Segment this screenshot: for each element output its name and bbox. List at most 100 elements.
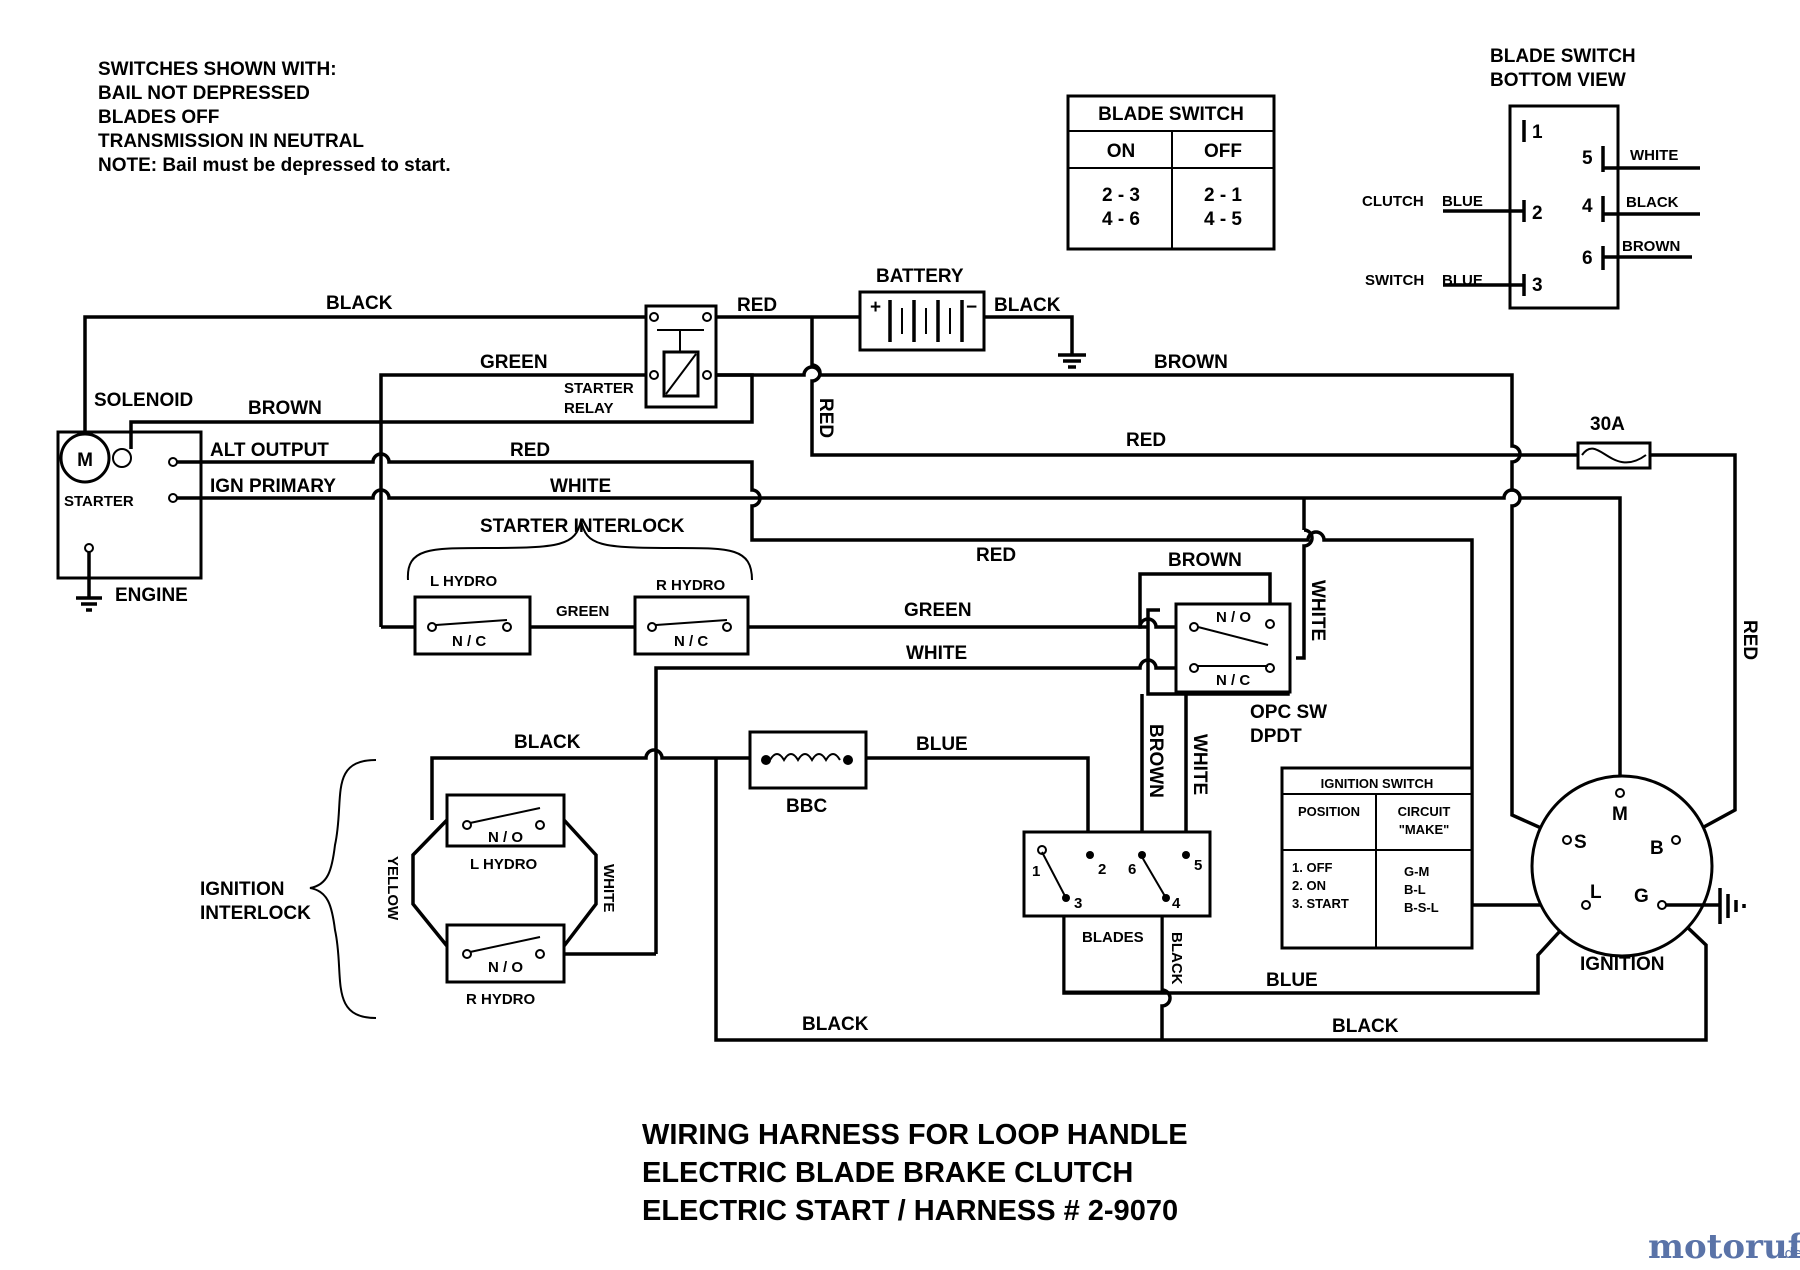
ign-terminal-b: B — [1650, 838, 1664, 859]
ign-top-contact: N / O — [488, 829, 523, 846]
bv-blue-1: BLUE — [1442, 193, 1483, 210]
wire-red-alt: RED — [510, 440, 550, 461]
wire-red-fuse: RED — [1126, 430, 1166, 451]
ignition-switch-table: IGNITION SWITCH POSITION CIRCUIT "MAKE" … — [1280, 766, 1474, 950]
wire-black-top: BLACK — [326, 293, 393, 314]
bv-pin-3: 3 — [1532, 275, 1543, 296]
blade-table-off-2: 4 - 5 — [1204, 209, 1242, 230]
note-line-1: SWITCHES SHOWN WITH: — [98, 59, 337, 80]
ign-table-pos-1: 1. OFF — [1292, 860, 1333, 875]
starter-l-contact: N / C — [452, 633, 486, 650]
ign-table-make-1: G-M — [1404, 864, 1429, 879]
ign-table-pos-2: 2. ON — [1292, 878, 1326, 893]
starter-interlock: STARTER INTERLOCK L HYDRO N / C R HYDRO … — [406, 516, 753, 656]
note-line-3: BLADES OFF — [98, 107, 219, 128]
bv-wire-white: WHITE — [1630, 147, 1678, 164]
ign-interlock-label-1: IGNITION — [200, 879, 284, 900]
opc-nc-label: N / C — [1216, 672, 1250, 689]
starter-l-hydro-label: L HYDRO — [430, 573, 498, 590]
wire-white-opc: WHITE — [1307, 580, 1328, 641]
blade-table-off-header: OFF — [1204, 141, 1242, 162]
diagram-title: WIRING HARNESS FOR LOOP HANDLE ELECTRIC … — [642, 1119, 1188, 1227]
blades-pin-3: 3 — [1074, 895, 1082, 912]
fuse-body — [1576, 441, 1652, 470]
wire-green-main: GREEN — [904, 600, 972, 621]
relay-label-2: RELAY — [564, 400, 613, 417]
blade-table-on-2: 4 - 6 — [1102, 209, 1140, 230]
opc-switch-box — [1174, 602, 1292, 694]
ign-terminal-g: G — [1634, 886, 1649, 907]
blades-switch-box — [1022, 830, 1212, 918]
blade-table-on-1: 2 - 3 — [1102, 185, 1140, 206]
battery: BATTERY + − — [858, 266, 986, 352]
ign-l-hydro-label: L HYDRO — [470, 856, 538, 873]
motor-m-label: M — [77, 450, 93, 471]
fuse-30a: 30A — [1576, 414, 1652, 470]
engine-label: ENGINE — [115, 585, 188, 606]
blades-pin-1: 1 — [1032, 863, 1040, 880]
wire-blue-bbc: BLUE — [916, 734, 968, 755]
wire-white-blades: WHITE — [1189, 734, 1210, 795]
battery-plus: + — [870, 297, 881, 318]
ignition-interlock: IGNITION INTERLOCK N / O L HYDRO N / O R… — [200, 759, 566, 1019]
bv-pin-6: 6 — [1582, 248, 1593, 269]
ign-table-position-header: POSITION — [1298, 804, 1360, 819]
solenoid-label: SOLENOID — [94, 390, 193, 411]
bottom-view-body — [1508, 104, 1620, 310]
ignition-switch-body — [1530, 774, 1714, 958]
wire-white-ign: WHITE — [550, 476, 611, 497]
bv-pin-1: 1 — [1532, 122, 1543, 143]
ign-terminal-l: L — [1590, 882, 1602, 903]
bv-switch-label: SWITCH — [1365, 272, 1424, 289]
wire-brown-solenoid: BROWN — [248, 398, 322, 419]
bv-blue-2: BLUE — [1442, 272, 1483, 289]
opc-label-2: DPDT — [1250, 726, 1302, 747]
ign-table-circuit-header-2: "MAKE" — [1399, 822, 1450, 837]
engine-block: M SOLENOID STARTER ENGINE ALT OUTPUT IGN… — [56, 390, 336, 612]
ign-bottom-contact: N / O — [488, 959, 523, 976]
blades-pin-4: 4 — [1172, 895, 1181, 912]
wire-green-interlock: GREEN — [556, 603, 609, 620]
ign-table-title: IGNITION SWITCH — [1321, 776, 1434, 791]
bv-pin-5: 5 — [1582, 148, 1593, 169]
fuse-label: 30A — [1590, 414, 1625, 435]
battery-minus: − — [966, 297, 977, 318]
wire-brown-blades: BROWN — [1145, 724, 1166, 798]
ignition-switch: M S B L G IGNITION — [1530, 774, 1746, 975]
ign-table-pos-3: 3. START — [1292, 896, 1349, 911]
blades-label: BLADES — [1082, 929, 1144, 946]
wire-white-interlock: WHITE — [600, 864, 617, 912]
bbc-label: BBC — [786, 796, 827, 817]
wire-black-bottom-left: BLACK — [802, 1014, 869, 1035]
wire-labels: BLACK RED BLACK GREEN BROWN BROWN RED RE… — [248, 293, 1760, 1037]
bv-wire-black: BLACK — [1626, 194, 1679, 211]
title-line-1: WIRING HARNESS FOR LOOP HANDLE — [642, 1119, 1188, 1151]
watermark-main: motoruf — [1648, 1227, 1800, 1267]
wire-red-vertical: RED — [815, 398, 836, 438]
title-line-3: ELECTRIC START / HARNESS # 2-9070 — [642, 1195, 1178, 1227]
opc-switch: N / O N / C OPC SW DPDT — [1174, 602, 1327, 747]
wire-red-mid: RED — [976, 545, 1016, 566]
blades-pin-5: 5 — [1194, 857, 1202, 874]
bottom-view-title-2: BOTTOM VIEW — [1490, 70, 1626, 91]
note-line-2: BAIL NOT DEPRESSED — [98, 83, 310, 104]
blades-base — [1062, 914, 1164, 994]
opc-label-1: OPC SW — [1250, 702, 1327, 723]
wire-brown-opc: BROWN — [1168, 550, 1242, 571]
note-line-5: NOTE: Bail must be depressed to start. — [98, 155, 451, 176]
wire-green-top: GREEN — [480, 352, 548, 373]
wire-blue-bottom: BLUE — [1266, 970, 1318, 991]
blade-table-on-header: ON — [1107, 141, 1136, 162]
blades-switch: 1 2 3 6 4 5 BLADES — [1022, 830, 1212, 994]
blade-table-title: BLADE SWITCH — [1098, 104, 1244, 125]
starter-label: STARTER — [64, 493, 134, 510]
alt-output-label: ALT OUTPUT — [210, 440, 329, 461]
wire-red-right: RED — [1739, 620, 1760, 660]
bv-pin-2: 2 — [1532, 203, 1543, 224]
wire-black-ign-interlock: BLACK — [514, 732, 581, 753]
bottom-view-title-1: BLADE SWITCH — [1490, 46, 1636, 67]
ign-terminal-s: S — [1574, 832, 1587, 853]
watermark-logo: motoruf .de — [1648, 1227, 1800, 1267]
wire-yellow: YELLOW — [384, 856, 401, 921]
